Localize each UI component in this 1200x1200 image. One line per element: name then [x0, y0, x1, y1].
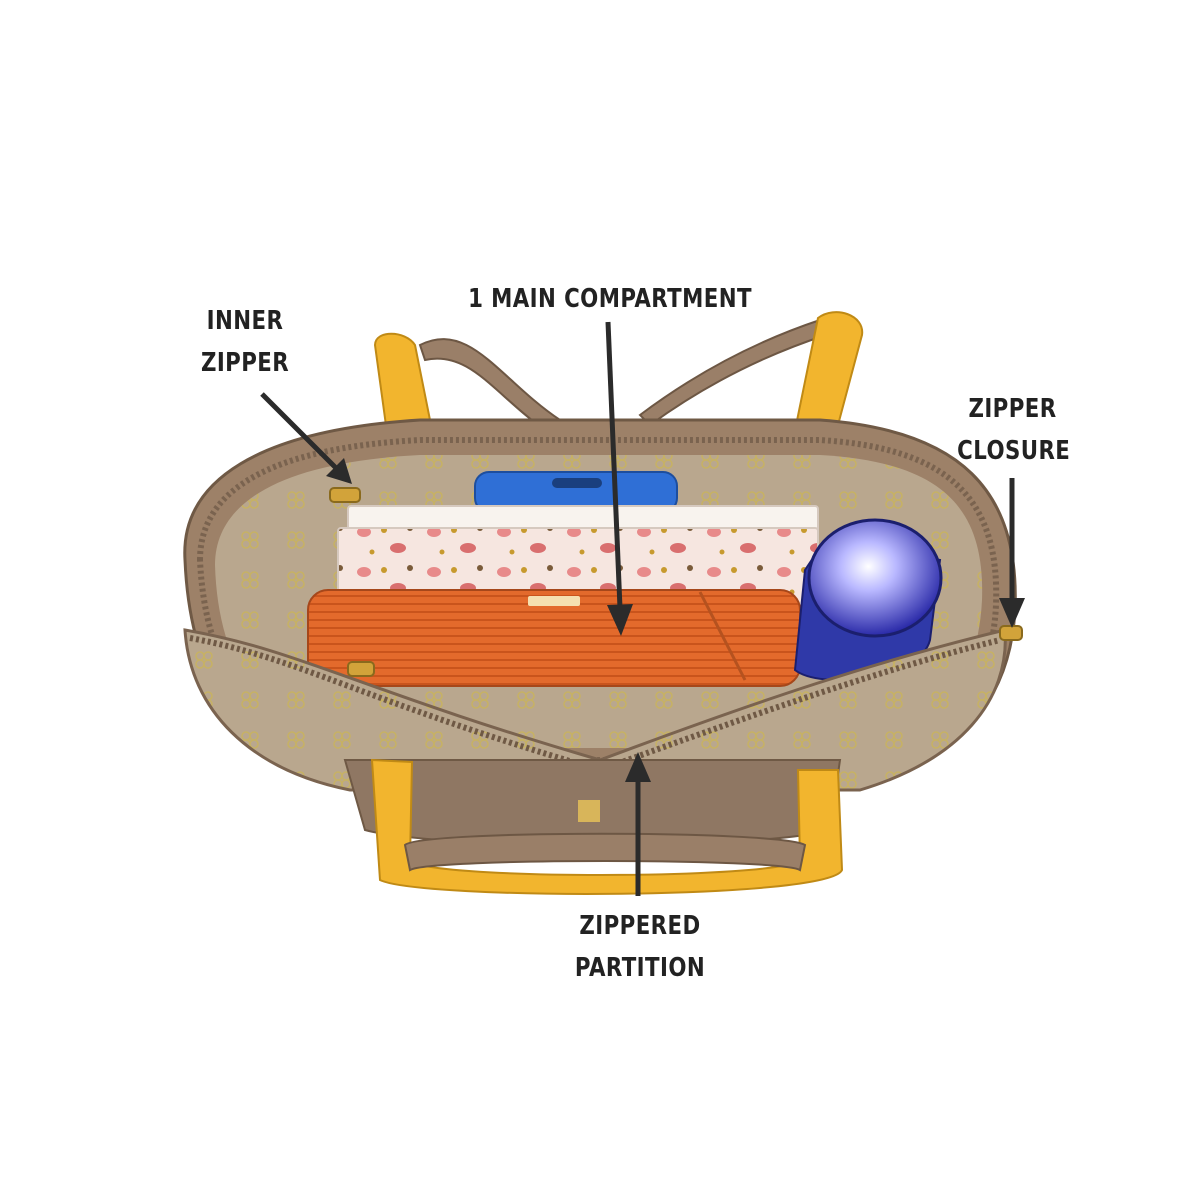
main-compartment-arrow [605, 321, 633, 636]
label-line: PARTITION [574, 953, 706, 983]
brand-logo [578, 800, 600, 822]
bottle-lamp [793, 518, 943, 681]
annotation-arrows [260, 321, 1025, 896]
label-line: ZIPPERED [579, 911, 701, 941]
partition-zipper-pull [347, 661, 375, 677]
zipper-closure-arrow [999, 478, 1025, 628]
label-inner-zipper: INNER ZIPPER [192, 300, 299, 384]
label-line: INNER [206, 306, 284, 336]
label-line: CLOSURE [957, 436, 1071, 466]
inner-zipper-arrow [260, 392, 352, 484]
label-main-compartment: 1 MAIN COMPARTMENT [462, 278, 757, 320]
zippered-partition-arrow [625, 752, 651, 896]
label-zipper-closure: ZIPPER CLOSURE [957, 388, 1071, 472]
label-line: ZIPPER [968, 394, 1057, 424]
inner-zipper-pull [329, 487, 361, 503]
back-handle-straps [373, 311, 864, 457]
label-line: ZIPPER [200, 348, 290, 378]
label-zippered-partition: ZIPPERED PARTITION [574, 905, 705, 989]
zippered-partition [183, 628, 1007, 792]
label-line: 1 MAIN COMPARTMENT [468, 284, 752, 314]
closure-zipper-pull [999, 625, 1023, 641]
front-handle-straps [370, 758, 844, 895]
phone [474, 471, 678, 513]
wallet [307, 589, 801, 687]
